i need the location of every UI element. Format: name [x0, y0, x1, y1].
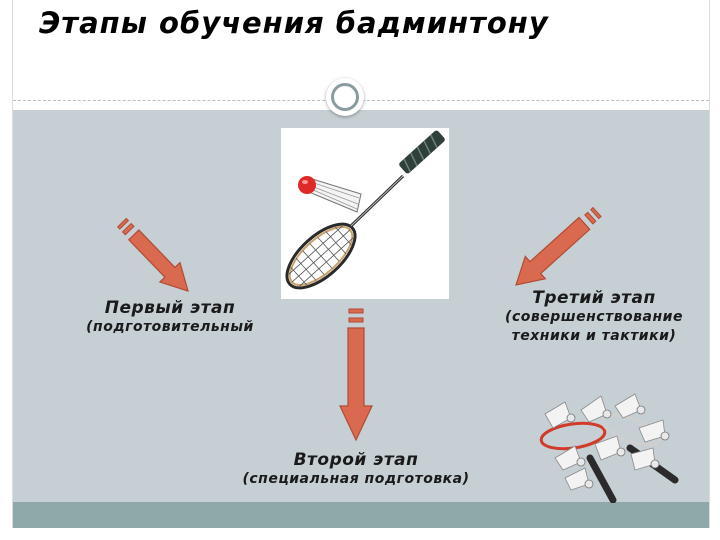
bottom-bar	[13, 502, 709, 528]
stage-first-label: Первый этап (подготовительный	[60, 298, 280, 337]
title-area: Этапы обучения бадминтону	[13, 0, 709, 100]
badminton-racket-and-shuttlecock-icon	[281, 128, 449, 299]
stage-first-title: Первый этап	[104, 298, 236, 318]
arrow-to-first-stage	[116, 217, 189, 292]
stage-first-subtitle: (подготовительный	[86, 319, 254, 335]
shuttlecocks-and-rackets-icon	[535, 388, 685, 504]
stage-third-title: Третий этап	[532, 288, 656, 308]
ring-inner	[331, 83, 359, 111]
stage-second-title: Второй этап	[293, 450, 419, 470]
stage-third-subtitle-line2: техники и тактики)	[511, 328, 677, 344]
slide-title: Этапы обучения бадминтону	[39, 6, 549, 40]
stage-second-subtitle: (специальная подготовка)	[242, 471, 470, 487]
arrow-to-third-stage	[515, 206, 602, 286]
stage-third-label: Третий этап (совершенствование техники и…	[478, 288, 710, 346]
ring-connector-icon	[326, 78, 364, 116]
arrow-to-second-stage	[339, 308, 373, 442]
stage-third-subtitle-line1: (совершенствование	[505, 309, 683, 325]
stage-second-label: Второй этап (специальная подготовка)	[196, 450, 516, 489]
